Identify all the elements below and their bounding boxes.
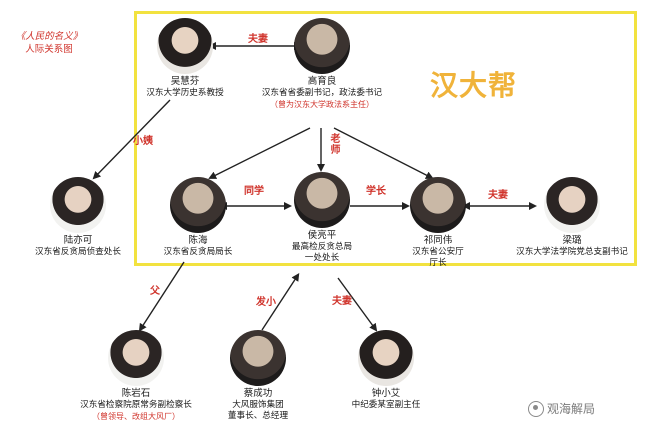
person-note: （曾为汉东大学政法系主任） xyxy=(270,100,374,109)
person-title: 汉东省公安厅 xyxy=(412,247,464,257)
person-chen-hai: 陈海 汉东省反贪局局长 xyxy=(142,177,254,258)
avatar xyxy=(170,177,226,233)
link-gao-qi xyxy=(333,127,434,179)
wechat-account-icon xyxy=(528,400,544,417)
person-name: 陆亦可 xyxy=(63,235,93,246)
person-cai-chenggong: 蔡成功 大风服饰集团 董事长、总经理 xyxy=(208,330,308,422)
person-name: 陈岩石 xyxy=(121,388,151,399)
rel-label-hou-zhong: 夫妻 xyxy=(332,296,352,307)
avatar xyxy=(157,18,213,74)
rel-label-chenhai-chenyanshi: 父 xyxy=(150,286,160,297)
group-label: 汉大帮 xyxy=(430,69,518,102)
link-gao-chenhai xyxy=(208,127,311,179)
person-title-line2: 厅长 xyxy=(429,258,447,268)
watermark-text: 观海解局 xyxy=(547,402,596,416)
person-note: （曾领导、改组大风厂） xyxy=(92,412,180,421)
avatar xyxy=(108,330,164,386)
page-title-line1: 《人民的名义》 xyxy=(15,31,83,42)
avatar xyxy=(410,177,466,233)
person-name: 梁璐 xyxy=(562,235,582,246)
page-title: 《人民的名义》 人际关系图 xyxy=(6,30,92,56)
avatar xyxy=(358,330,414,386)
person-qi-tongwei: 祁同伟 汉东省公安厅 厅长 xyxy=(392,177,484,269)
avatar xyxy=(50,177,106,233)
person-lu-yike: 陆亦可 汉东省反贪局侦查处长 xyxy=(20,177,136,258)
rel-label-hou-cai: 发小 xyxy=(256,297,276,308)
person-hou-liangping: 侯亮平 最高检反贪总局 一处处长 xyxy=(272,172,372,264)
rel-label-chen-hou: 同学 xyxy=(244,186,264,197)
person-name: 吴慧芬 xyxy=(170,76,200,87)
rel-label-qi-liang: 夫妻 xyxy=(488,190,508,201)
person-title: 汉东省反贪局侦查处长 xyxy=(35,247,121,257)
rel-label-wu-lu: 小姨 xyxy=(133,136,153,147)
link-hou-cai xyxy=(261,272,300,331)
person-title: 汉东大学历史系教授 xyxy=(146,88,224,98)
page-title-line2: 人际关系图 xyxy=(25,44,73,55)
rel-label-wu-gao: 夫妻 xyxy=(248,34,268,45)
person-name: 侯亮平 xyxy=(307,230,337,241)
watermark: 观海解局 xyxy=(528,400,595,417)
person-name: 蔡成功 xyxy=(243,388,273,399)
person-chen-yanshi: 陈岩石 汉东省检察院原常务副检察长 （曾领导、改组大风厂） xyxy=(68,330,204,422)
person-zhong-xiaoai: 钟小艾 中纪委某室副主任 xyxy=(336,330,436,411)
person-title: 汉东省检察院原常务副检察长 xyxy=(80,400,192,410)
person-title-line2: 董事长、总经理 xyxy=(227,411,289,421)
avatar xyxy=(294,172,350,228)
person-liang-lu: 梁璐 汉东大学法学院党总支副书记 xyxy=(504,177,640,258)
person-title: 中纪委某室副主任 xyxy=(351,400,421,410)
avatar xyxy=(544,177,600,233)
link-wu-lu xyxy=(92,99,171,180)
person-name: 陈海 xyxy=(188,235,208,246)
rel-label-hou-qi: 学长 xyxy=(366,186,386,197)
person-gao-yuliang: 高育良 汉东省省委副书记，政法委书记 （曾为汉东大学政法系主任） xyxy=(251,18,393,110)
person-name: 祁同伟 xyxy=(423,235,453,246)
avatar xyxy=(294,18,350,74)
person-title: 汉东大学法学院党总支副书记 xyxy=(516,247,628,257)
person-name: 钟小艾 xyxy=(371,388,401,399)
person-title: 最高检反贪总局 xyxy=(291,242,353,252)
link-chenhai-chenyanshi xyxy=(138,261,185,332)
avatar xyxy=(230,330,286,386)
link-hou-zhong xyxy=(337,277,378,332)
person-title: 汉东省反贪局局长 xyxy=(163,247,233,257)
person-wu-huifen: 吴慧芬 汉东大学历史系教授 xyxy=(130,18,240,99)
person-title-line2: 一处处长 xyxy=(304,253,340,263)
person-name: 高育良 xyxy=(307,76,337,87)
group-box xyxy=(134,11,637,266)
person-title: 大风服饰集团 xyxy=(232,400,284,410)
rel-label-gao-hou: 老师 xyxy=(328,133,339,155)
person-title: 汉东省省委副书记，政法委书记 xyxy=(261,88,383,98)
